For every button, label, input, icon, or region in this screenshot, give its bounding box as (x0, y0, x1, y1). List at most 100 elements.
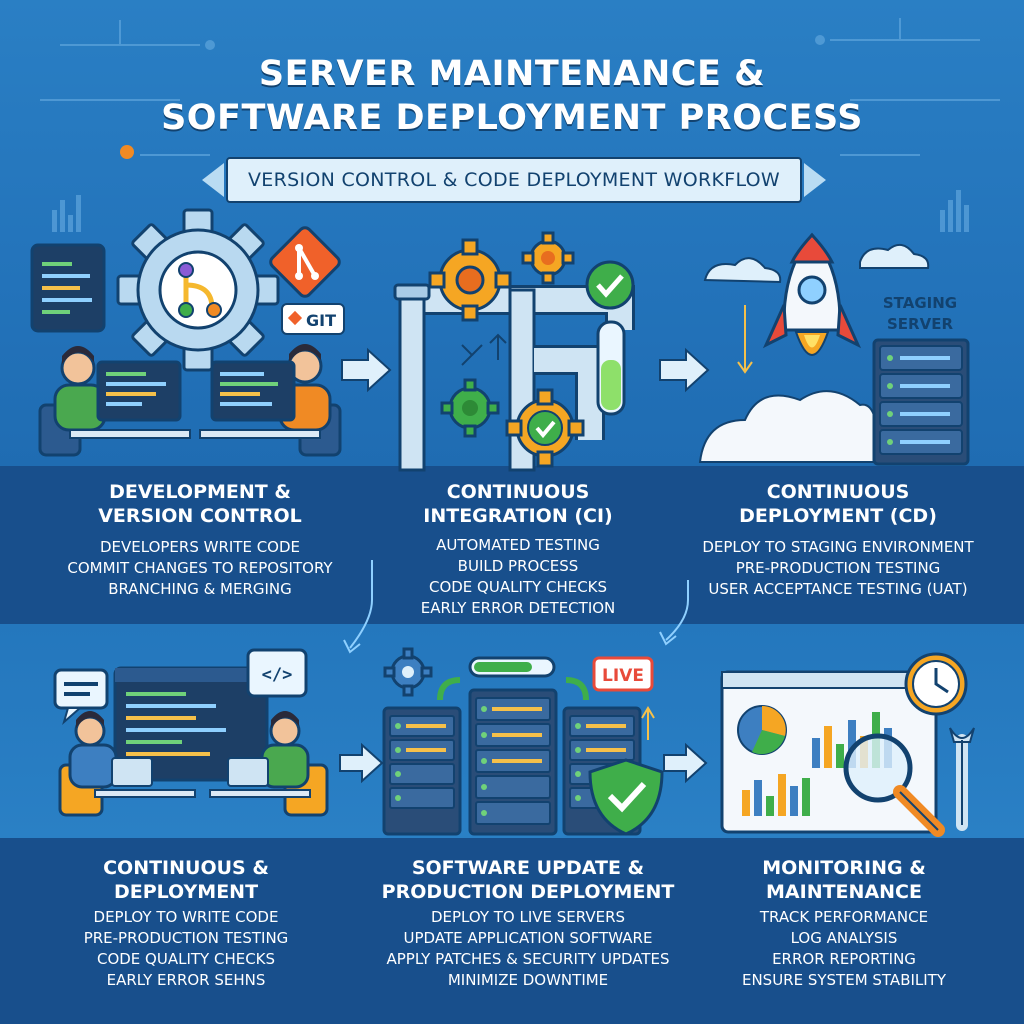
connector-arrowhead (343, 639, 361, 654)
circuit-lines-decoration (40, 18, 1000, 156)
stage5-title: SOFTWARE UPDATE & PRODUCTION DEPLOYMENT (358, 856, 698, 904)
list-item: USER ACCEPTANCE TESTING (UAT) (708, 580, 968, 598)
orange-dot-decoration (120, 145, 134, 159)
stage3-items: DEPLOY TO STAGING ENVIRONMENT PRE-PRODUC… (668, 537, 1008, 600)
stage2-items: AUTOMATED TESTING BUILD PROCESS CODE QUA… (348, 535, 688, 619)
stage6-title-line1: MONITORING & (762, 857, 926, 879)
code-window-icon (30, 243, 106, 333)
list-item: EARLY ERROR SEHNS (106, 971, 266, 989)
code-tag-icon: </> (246, 648, 308, 698)
stage1-title-line2: VERSION CONTROL (98, 505, 302, 527)
connector-arrowhead (659, 631, 677, 646)
developer-right (209, 711, 329, 817)
gear-icon (521, 231, 575, 285)
stage2-title-line2: INTEGRATION (CI) (423, 505, 613, 527)
list-item: DEPLOY TO LIVE SERVERS (430, 908, 626, 926)
connector-line (665, 580, 689, 641)
developer-left (38, 346, 191, 457)
launch-smoke (698, 390, 880, 463)
gear-icon (383, 647, 433, 697)
bar-chart-icon (742, 774, 810, 816)
git-icon (269, 226, 341, 298)
up-arrow-decoration (641, 706, 655, 740)
stage3-title: CONTINUOUS DEPLOYMENT (CD) (668, 480, 1008, 528)
magnifier-icon (843, 733, 945, 837)
down-arrow-decoration (737, 305, 753, 374)
list-item: AUTOMATED TESTING (436, 536, 600, 554)
cycle-arrow-icon (437, 677, 461, 701)
list-item: DEVELOPERS WRITE CODE (99, 538, 301, 556)
server-rack-icon (872, 338, 970, 466)
stage1-illustration: GIT (30, 208, 345, 457)
list-item: LOG ANALYSIS (790, 929, 898, 947)
stage1-items: DEVELOPERS WRITE CODE COMMIT CHANGES TO … (30, 537, 370, 600)
stage3-title-line2: DEPLOYMENT (CD) (739, 505, 937, 527)
gear-icon (428, 238, 512, 322)
stage6-items: TRACK PERFORMANCE LOG ANALYSIS ERROR REP… (674, 907, 1014, 991)
code-editor-window (113, 666, 269, 782)
live-label: LIVE (602, 666, 644, 686)
arrow-right-icon (339, 742, 384, 784)
stage-band-bottom (0, 838, 1024, 1024)
connector-line (349, 560, 373, 649)
chat-bubble-icon (53, 668, 109, 725)
list-item: CODE QUALITY CHECKS (96, 950, 276, 968)
stage6-title-line2: MAINTENANCE (766, 881, 922, 903)
pie-chart-icon (737, 705, 787, 755)
list-item: ENSURE SYSTEM STABILITY (741, 971, 947, 989)
stage4-illustration: </> (53, 648, 329, 817)
code-tag-text: </> (262, 665, 293, 685)
list-item: COMMIT CHANGES TO REPOSITORY (67, 559, 333, 577)
stage4-title: CONTINUOUS & DEPLOYMENT (16, 856, 356, 904)
bar-decoration-right (940, 190, 969, 232)
list-item: PRE-PRODUCTION TESTING (735, 559, 941, 577)
subtitle-text: VERSION CONTROL & CODE DEPLOYMENT WORKFL… (247, 169, 780, 191)
gear-icon (440, 378, 500, 438)
gear-check-icon (505, 388, 585, 468)
cloud-icon (703, 243, 930, 284)
subtitle-ribbon: VERSION CONTROL & CODE DEPLOYMENT WORKFL… (202, 157, 826, 203)
shield-check-icon (588, 758, 664, 836)
stage4-title-line1: CONTINUOUS & (103, 857, 269, 879)
list-item: PRE-PRODUCTION TESTING (83, 929, 289, 947)
git-label: GIT (306, 311, 336, 330)
stage2-title-line1: CONTINUOUS (446, 481, 590, 503)
stage4-title-line2: DEPLOYMENT (113, 881, 259, 903)
rocket-icon (762, 232, 862, 356)
list-item: ERROR REPORTING (772, 950, 916, 968)
staging-label-line2: SERVER (887, 315, 953, 333)
stage5-title-line2: PRODUCTION DEPLOYMENT (381, 881, 675, 903)
list-item: TRACK PERFORMANCE (759, 908, 929, 926)
check-circle-icon (585, 260, 635, 310)
list-item: DEPLOY TO WRITE CODE (93, 908, 279, 926)
bar-decoration-left (52, 195, 81, 232)
developer-right (199, 344, 342, 457)
arrow-right-icon (663, 742, 708, 784)
developer-left (58, 711, 196, 817)
list-item: APPLY PATCHES & SECURITY UPDATES (386, 950, 670, 968)
list-item: DEPLOY TO STAGING ENVIRONMENT (702, 538, 974, 556)
stage2-title: CONTINUOUS INTEGRATION (CI) (348, 480, 688, 528)
cycle-arrow-icon (565, 677, 589, 701)
arrow-right-icon (659, 347, 710, 393)
list-item: MINIMIZE DOWNTIME (447, 971, 609, 989)
arrow-right-icon (341, 347, 392, 393)
stage3-title-line1: CONTINUOUS (766, 481, 910, 503)
stage1-title: DEVELOPMENT & VERSION CONTROL (30, 480, 370, 528)
gear-icon (116, 208, 280, 372)
stage4-items: DEPLOY TO WRITE CODE PRE-PRODUCTION TEST… (16, 907, 356, 991)
wrench-icon (949, 727, 975, 831)
git-badge: GIT (281, 303, 345, 335)
list-item: EARLY ERROR DETECTION (420, 599, 616, 617)
list-item: CODE QUALITY CHECKS (428, 578, 608, 596)
page-title-line2: SOFTWARE DEPLOYMENT PROCESS (161, 98, 863, 138)
live-badge: LIVE (592, 656, 654, 692)
progress-bar-icon (468, 656, 556, 678)
list-item: BUILD PROCESS (457, 557, 579, 575)
page-title-line1: SERVER MAINTENANCE & (258, 54, 766, 94)
stage-band-top (0, 466, 1024, 624)
staging-label-line1: STAGING (883, 294, 957, 312)
clock-icon (904, 652, 968, 716)
stage1-title-line1: DEVELOPMENT & (109, 481, 291, 503)
